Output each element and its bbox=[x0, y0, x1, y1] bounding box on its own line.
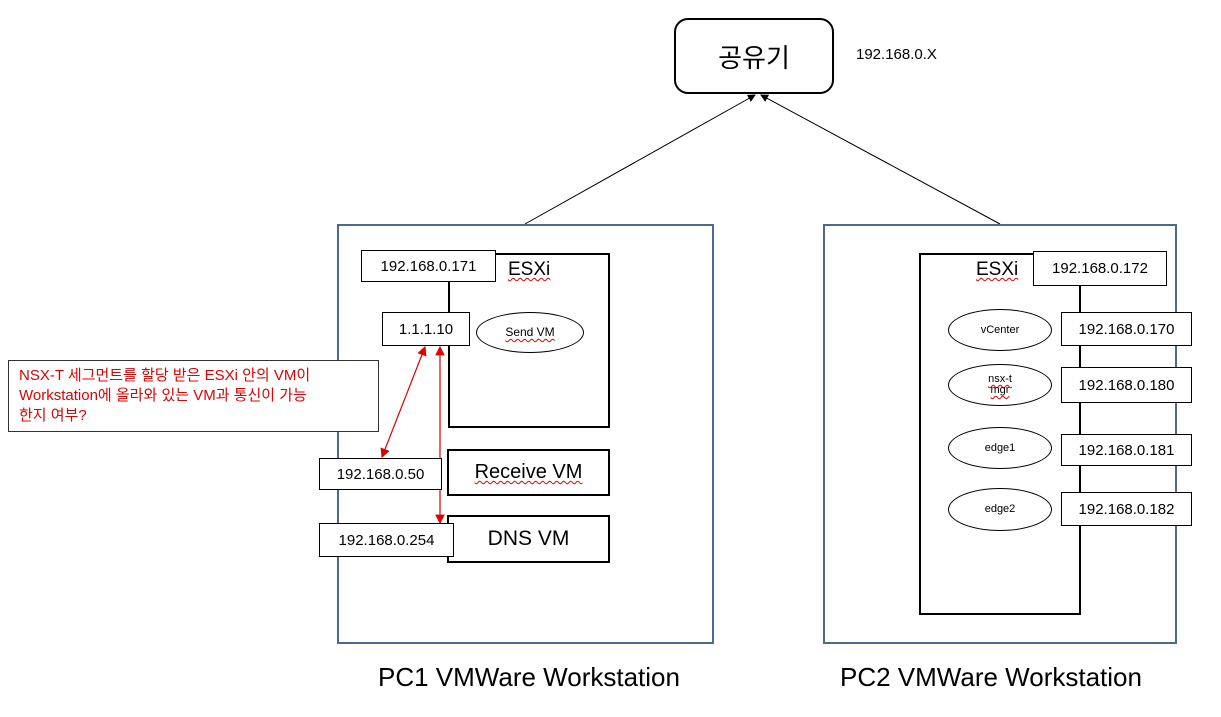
pc2-caption: PC2 VMWare Workstation bbox=[840, 662, 1142, 692]
nsx-t-mgr-vm: nsx-t mgr bbox=[948, 364, 1052, 406]
pc2-esxi-ip: 192.168.0.172 bbox=[1033, 251, 1167, 286]
pc2-to-router-arrow bbox=[760, 94, 1001, 225]
receive-vm-box: Receive VM bbox=[447, 449, 610, 496]
nsx-t-mgr-ip: 192.168.0.180 bbox=[1061, 367, 1192, 403]
note-line-3: 한지 여부? bbox=[19, 407, 87, 424]
edge2-vm: edge2 bbox=[948, 488, 1052, 531]
edge1-ip: 192.168.0.181 bbox=[1061, 434, 1192, 466]
pc1-to-router-arrow bbox=[524, 94, 756, 225]
pc1-workstation-frame bbox=[337, 224, 714, 644]
pc2-esxi-label: ESXi bbox=[976, 259, 1019, 280]
pc1-esxi-ip: 192.168.0.171 bbox=[361, 250, 496, 282]
send-vm: Send VM bbox=[476, 312, 584, 353]
send-vm-ip: 1.1.1.10 bbox=[382, 312, 470, 346]
router-ip: 192.168.0.X bbox=[856, 46, 937, 63]
vcenter-vm: vCenter bbox=[948, 309, 1052, 351]
pc1-caption: PC1 VMWare Workstation bbox=[378, 662, 680, 692]
router-box: 공유기 bbox=[674, 18, 834, 94]
pc1-esxi-label: ESXi bbox=[508, 259, 551, 280]
question-note: NSX-T 세그먼트를 할당 받은 ESXi 안의 VM이 Workstatio… bbox=[8, 360, 379, 432]
router-label: 공유기 bbox=[718, 42, 790, 73]
vcenter-ip: 192.168.0.170 bbox=[1061, 312, 1192, 346]
edge1-vm: edge1 bbox=[948, 427, 1052, 469]
receive-vm-ip: 192.168.0.50 bbox=[319, 458, 442, 490]
note-line-2: Workstation에 올라와 있는 VM과 통신이 가능 bbox=[19, 387, 307, 404]
dns-vm-ip: 192.168.0.254 bbox=[319, 523, 454, 557]
edge2-ip: 192.168.0.182 bbox=[1061, 492, 1192, 526]
send-to-receive-arrow bbox=[380, 345, 427, 459]
note-line-1: NSX-T 세그먼트를 할당 받은 ESXi 안의 VM이 bbox=[19, 367, 311, 384]
dns-vm-box: DNS VM bbox=[447, 515, 610, 563]
